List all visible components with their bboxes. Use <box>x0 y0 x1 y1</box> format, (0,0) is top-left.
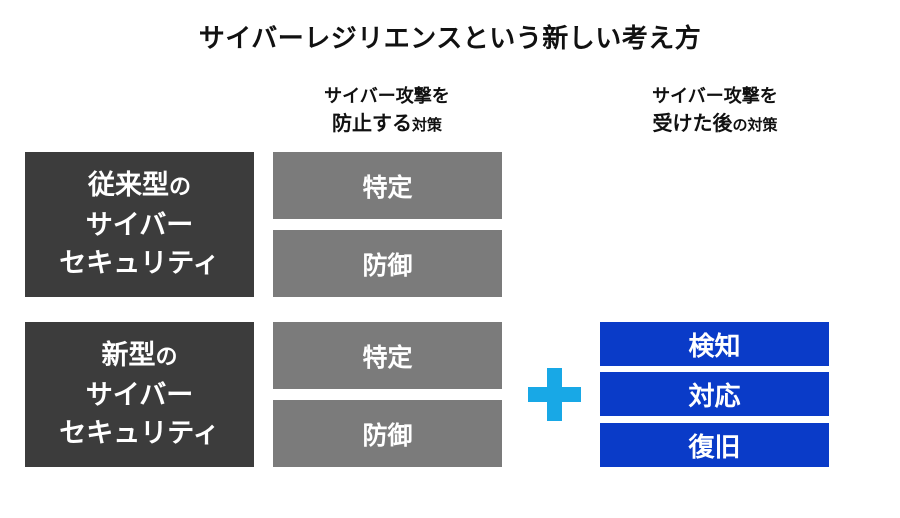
column-header-prevent-main: 防止する <box>331 111 412 135</box>
new-label-main: 新型 <box>101 339 156 371</box>
legacy-protect-box: 防御 <box>273 230 502 297</box>
respond-box: 対応 <box>600 372 829 416</box>
new-identify-box: 特定 <box>273 322 502 389</box>
legacy-security-box: 従来型の サイバー セキュリティ <box>25 152 254 297</box>
recover-box: 復旧 <box>600 423 829 467</box>
column-header-prevent-small: 対策 <box>411 116 442 134</box>
legacy-label-main: 従来型 <box>87 169 169 201</box>
new-security-box: 新型の サイバー セキュリティ <box>25 322 254 467</box>
column-header-prevent: サイバー攻撃を 防止する対策 <box>272 84 502 138</box>
column-header-after-main: 受けた後 <box>652 111 733 135</box>
new-label-no: の <box>155 344 178 370</box>
detect-box: 検知 <box>600 322 829 366</box>
column-header-after-line2: 受けた後の対策 <box>600 110 830 138</box>
column-header-prevent-line2: 防止する対策 <box>272 110 502 138</box>
legacy-label-line3: セキュリティ <box>59 247 220 279</box>
legacy-label-no: の <box>168 174 191 200</box>
new-label-line2: サイバー <box>85 379 194 411</box>
column-header-after: サイバー攻撃を 受けた後の対策 <box>600 84 830 138</box>
legacy-label-line1: 従来型の <box>88 167 191 207</box>
column-header-after-line1: サイバー攻撃を <box>652 86 778 107</box>
column-header-prevent-line1: サイバー攻撃を <box>324 86 450 107</box>
plus-icon <box>528 368 581 421</box>
new-label-line3: セキュリティ <box>59 417 220 449</box>
legacy-identify-box: 特定 <box>273 152 502 219</box>
column-header-after-small: の対策 <box>732 116 778 134</box>
new-protect-box: 防御 <box>273 400 502 467</box>
new-label-line1: 新型の <box>101 337 177 377</box>
diagram-title: サイバーレジリエンスという新しい考え方 <box>198 24 702 54</box>
plus-icon-horizontal-bar <box>528 387 581 402</box>
legacy-label-line2: サイバー <box>85 209 194 241</box>
